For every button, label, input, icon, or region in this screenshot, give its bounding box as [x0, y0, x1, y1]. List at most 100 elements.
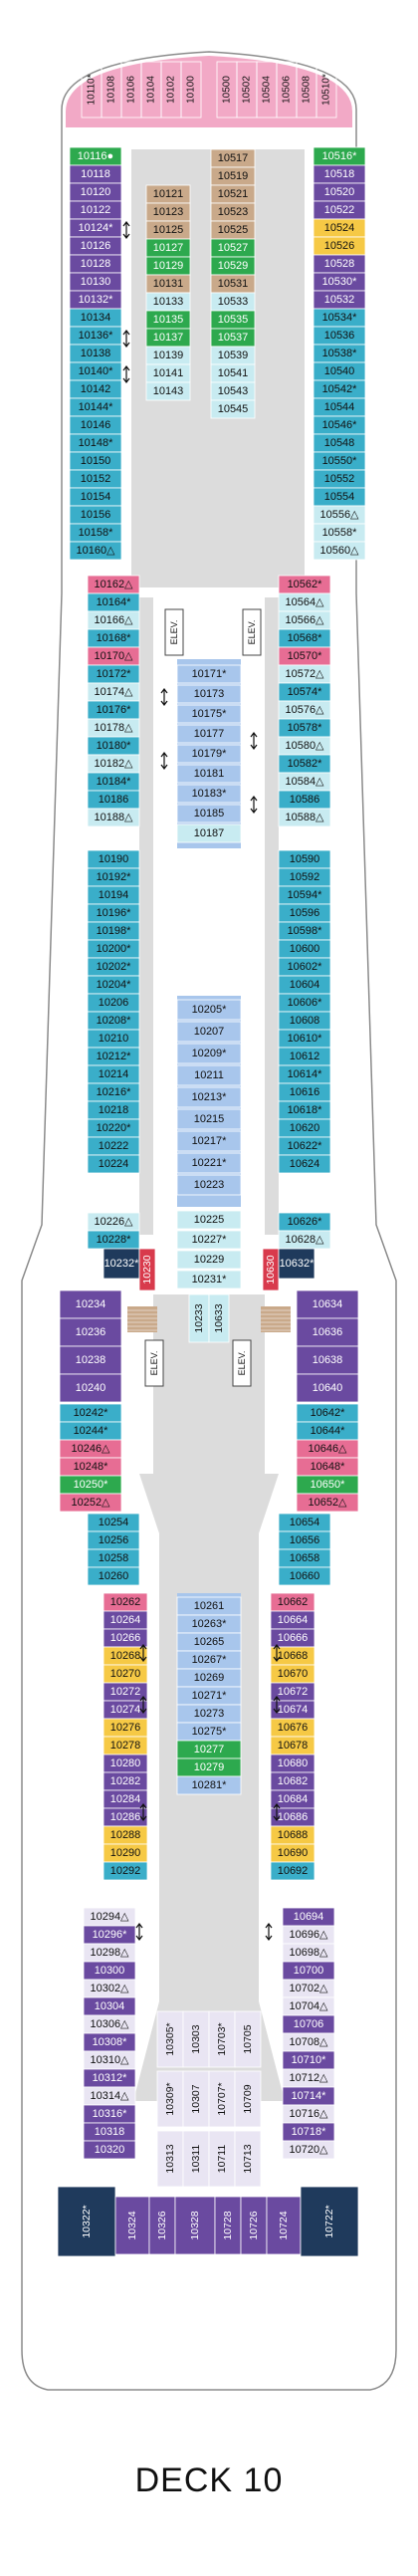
cabin-number: 10164* [97, 596, 132, 608]
cabin-number: 10206 [99, 997, 129, 1009]
cabin-number: 10221* [192, 1157, 228, 1169]
cabin-number: 10516* [322, 150, 358, 162]
cabin-number: 10539 [218, 350, 249, 361]
cabin-number: 10129 [153, 260, 184, 272]
cabin-10126: 10126 [69, 236, 122, 256]
cabin-number: 10556△ [319, 509, 359, 521]
cabin-number: 10604 [290, 979, 320, 991]
cabin-10273: 10273 [176, 1704, 242, 1724]
cabin-number: 10302△ [90, 1983, 129, 1994]
cabin-10135: 10135 [145, 310, 191, 330]
cabin-number: 10712△ [289, 2072, 328, 2084]
cabin-number: 10127 [153, 242, 184, 254]
cabin-number: 10638 [313, 1354, 343, 1366]
cabin-number: 10568* [288, 632, 323, 644]
cabin-number: 10622* [288, 1140, 323, 1152]
cabin-10704: 10704△ [282, 1996, 335, 2016]
cabin-number: 10130 [81, 276, 111, 288]
cabin-number: 10704△ [289, 2000, 328, 2012]
cabin-number: 10282 [110, 1775, 141, 1787]
cabin-box [176, 784, 242, 804]
cabin-10310: 10310△ [83, 2050, 136, 2070]
deck-title: DECK 10 [134, 2461, 284, 2499]
cabin-number: 10537 [218, 332, 249, 344]
cabin-10282: 10282 [103, 1771, 148, 1791]
cabin-10537: 10537 [210, 328, 256, 348]
cabin-box [208, 2010, 236, 2068]
cabin-box [266, 2196, 302, 2255]
cabin-10178: 10178△ [87, 718, 140, 738]
cabin-10506: 10506 [282, 76, 293, 104]
cabin-10164: 10164* [87, 592, 140, 612]
cabin-number: 10215 [194, 1113, 225, 1125]
cabin-number: 10256 [99, 1534, 129, 1546]
cabin-box [176, 1230, 242, 1250]
cabin-box [176, 1775, 242, 1795]
cabin-number: 10194 [99, 889, 129, 901]
cabin-10279: 10279 [176, 1757, 242, 1777]
cabin-10118: 10118 [69, 164, 122, 184]
cabin-10624: 10624 [278, 1154, 331, 1174]
cabin-number: 10596 [290, 907, 320, 919]
cabin-number: 10225 [194, 1214, 225, 1226]
cabin-10240: 10240 [59, 1373, 122, 1403]
cabin-10298: 10298△ [83, 1943, 136, 1963]
cabin-10302: 10302△ [83, 1979, 136, 1998]
cabin-number: 10670 [278, 1668, 309, 1680]
cabin-10622: 10622* [278, 1136, 331, 1156]
cabin-10672: 10672 [270, 1682, 315, 1702]
cabin-box [176, 1086, 242, 1108]
cabin-10545: 10545 [210, 399, 256, 419]
cabin-box [240, 2196, 268, 2255]
cabin-number: 10630 [265, 1255, 277, 1284]
cabin-10538: 10538* [313, 344, 366, 363]
cabin-number: 10534* [322, 312, 358, 324]
cabin-10146: 10146 [69, 415, 122, 435]
cabin-10280: 10280 [103, 1754, 148, 1773]
cabin-number: 10610* [288, 1033, 323, 1045]
cabin-10608: 10608 [278, 1011, 331, 1031]
cabin-box [87, 1566, 140, 1586]
cabin-10176: 10176* [87, 700, 140, 720]
cabin-number: 10160△ [76, 545, 115, 557]
cabin-number: 10158* [79, 527, 114, 539]
cabin-number: 10311 [190, 2145, 202, 2174]
cabin-10215: 10215 [176, 1108, 242, 1130]
cabin-number: 10574* [288, 686, 323, 698]
cabin-10584: 10584△ [278, 772, 331, 792]
cabin-number: 10204* [97, 979, 132, 991]
cabin-number: 10292 [110, 1865, 141, 1877]
cabin-10210: 10210 [87, 1029, 140, 1049]
cabin-10594: 10594* [278, 885, 331, 905]
cabin-number: 10128 [81, 258, 111, 270]
cabin-number: 10694 [294, 1911, 324, 1923]
cabin-10676: 10676 [270, 1718, 315, 1738]
cabin-10136: 10136* [69, 326, 122, 346]
cabin-number: 10600 [290, 943, 320, 955]
cabin-10544: 10544 [313, 397, 366, 417]
cabin-10217: 10217* [176, 1130, 242, 1152]
bow-cabin-frame [315, 61, 337, 118]
cabin-10632: 10632* [278, 1248, 315, 1280]
cabin-10308: 10308* [83, 2032, 136, 2052]
cabin-number: 10328 [189, 2211, 201, 2239]
cabin-10707: 10707* [208, 2070, 236, 2128]
cabin-10134: 10134 [69, 308, 122, 328]
cabin-10532: 10532 [313, 290, 366, 310]
cabin-10712: 10712△ [282, 2068, 335, 2088]
cabin-10252: 10252△ [59, 1493, 122, 1513]
cabin-10106: 10106 [126, 76, 137, 104]
cabin-box [278, 808, 331, 827]
cabin-10524: 10524 [313, 218, 366, 238]
cabin-number: 10303 [190, 2024, 202, 2053]
cabin-10226: 10226△ [87, 1212, 140, 1232]
cabin-10104: 10104 [146, 76, 157, 104]
cabin-number: 10576△ [285, 704, 324, 716]
cabin-number: 10125 [153, 224, 184, 236]
cabin-10610: 10610* [278, 1029, 331, 1049]
cabin-10202: 10202* [87, 957, 140, 977]
cabin-box [156, 2070, 184, 2128]
cabin-10265: 10265 [176, 1632, 242, 1652]
cabin-number: 10288 [110, 1829, 141, 1841]
connecting-door-icon [122, 221, 130, 239]
